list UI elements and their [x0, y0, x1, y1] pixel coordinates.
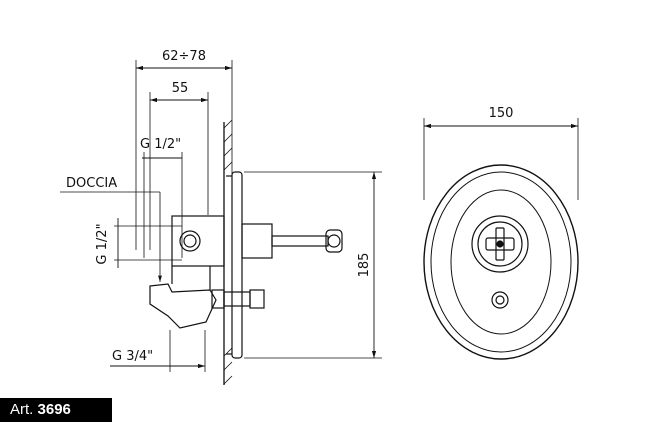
dim-inlet-thread: [110, 330, 206, 372]
dim-side-thread: [114, 218, 182, 268]
article-number: 3696: [37, 401, 71, 418]
article-badge: Art. 3696: [0, 398, 112, 422]
cover-plate: [226, 171, 243, 359]
label-inlet-thread: G 3/4": [112, 349, 153, 364]
label-shower-thread: G 1/2": [140, 137, 181, 152]
plate-rim: [430, 171, 572, 353]
label-side-thread: G 1/2": [95, 223, 110, 264]
label-height: 185: [357, 253, 372, 278]
dim-shower-thread: [142, 152, 183, 258]
front-view: [423, 118, 579, 360]
lever-handle: [241, 223, 343, 259]
plate-outer: [423, 164, 579, 360]
side-view: [60, 60, 382, 385]
label-depth-fixed: 55: [172, 81, 189, 96]
label-width: 150: [489, 106, 514, 121]
label-doccia: DOCCIA: [66, 176, 117, 191]
article-prefix: Art.: [10, 401, 38, 418]
dim-width: [423, 118, 579, 200]
plate-inner: [450, 189, 552, 335]
wall: [223, 119, 233, 385]
dim-depth-fixed: [149, 92, 209, 250]
dim-height: [244, 171, 382, 359]
doccia-leader: [60, 191, 162, 282]
knob: [471, 215, 529, 273]
diverter-button: [491, 291, 509, 309]
valve-body: [149, 215, 265, 329]
label-depth-range: 62÷78: [162, 49, 206, 64]
